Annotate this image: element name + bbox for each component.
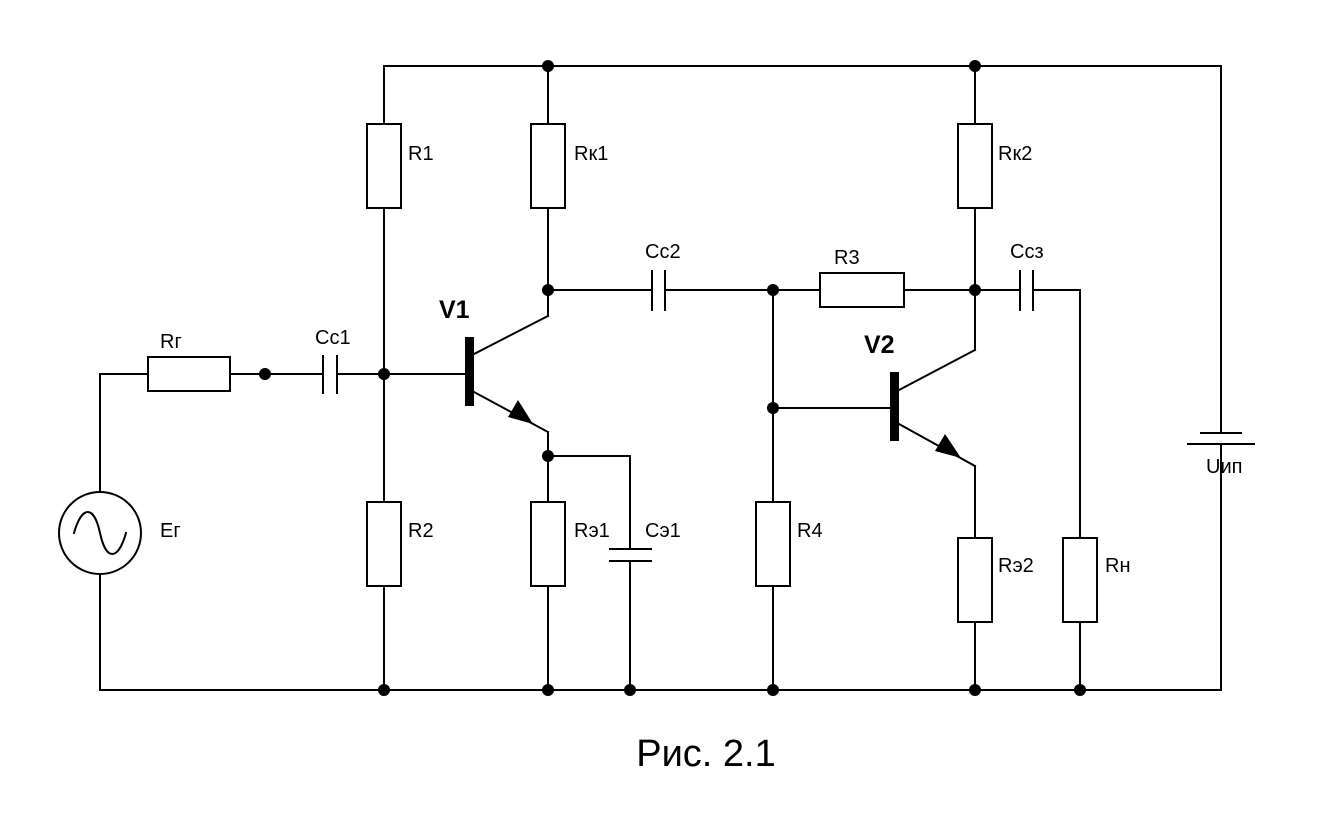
capacitor-ce1: [609, 548, 652, 562]
resistor-rn: [1062, 537, 1098, 623]
transistor-v1: [465, 337, 533, 424]
label-cc3: Cсз: [1010, 241, 1044, 263]
resistor-r1: [366, 123, 402, 209]
resistor-rk1: [530, 123, 566, 209]
resistor-rk2: [957, 123, 993, 209]
label-v1: V1: [439, 296, 470, 324]
label-rg: Rг: [160, 331, 182, 353]
wires: [99, 65, 1222, 691]
label-r3: R3: [834, 247, 860, 269]
label-r1: R1: [408, 143, 434, 165]
resistor-rg: [147, 356, 231, 392]
resistor-r4: [755, 501, 791, 587]
resistor-r2: [366, 501, 402, 587]
figure-caption: Рис. 2.1: [636, 733, 776, 775]
label-rk1: Rк1: [574, 143, 608, 165]
capacitor-cc1: [322, 355, 338, 394]
label-uip: Uип: [1206, 456, 1242, 478]
label-v2: V2: [864, 331, 895, 359]
label-re1: Rэ1: [574, 520, 610, 542]
junction-dots: [259, 60, 1086, 696]
label-r2: R2: [408, 520, 434, 542]
resistor-re1: [530, 501, 566, 587]
sine-wave-icon: [72, 511, 128, 555]
capacitor-cc3: [1019, 270, 1034, 311]
label-rk2: Rк2: [998, 143, 1032, 165]
resistor-re2: [957, 537, 993, 623]
label-re2: Rэ2: [998, 555, 1034, 577]
emitter-arrow-icon: [935, 434, 961, 458]
label-r4: R4: [797, 520, 823, 542]
resistor-r3: [819, 272, 905, 308]
label-ce1: Cэ1: [645, 520, 681, 542]
battery-uip: [1187, 432, 1255, 445]
ac-source-eg: [58, 491, 142, 575]
label-rn: Rн: [1105, 555, 1131, 577]
label-cc1: Cc1: [315, 327, 351, 349]
label-cc2: Cc2: [645, 241, 681, 263]
label-eg: Eг: [160, 520, 181, 542]
emitter-arrow-icon: [508, 400, 533, 424]
transistor-v2: [890, 372, 961, 458]
capacitor-cc2: [651, 270, 666, 311]
